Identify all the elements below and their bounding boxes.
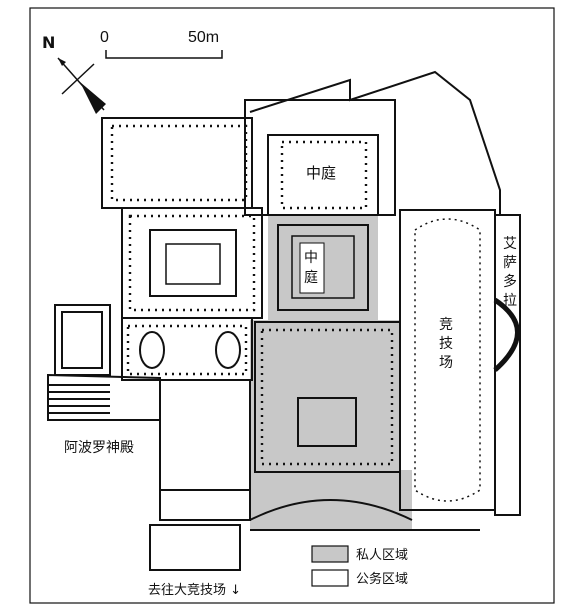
palace-walls [47,70,521,571]
scale-start-label: 0 [100,29,109,46]
label-exedra-3: 多 [503,273,517,290]
label-exedra-2: 萨 [503,255,517,271]
label-inner-courtyard-1: 中 [304,250,318,266]
private-zone [250,215,412,530]
label-temple: 阿波罗神殿 [64,440,134,456]
legend-private-label: 私人区域 [356,548,408,563]
label-inner-courtyard-2: 庭 [304,269,318,286]
label-stadium-2: 技 [439,336,453,352]
label-to-circus: 去往大竞技场 ↓ [148,582,241,598]
legend: 私人区域 公务区域 [311,545,408,587]
colonnades [110,124,394,466]
label-stadium-1: 竞 [439,316,453,333]
scale-bar: 0 50m [100,29,223,59]
north-arrow-icon: N [42,33,106,114]
label-stadium-3: 场 [439,355,453,371]
label-exedra-1: 艾 [503,236,517,252]
label-courtyard: 中庭 [306,164,336,182]
map-frame [29,7,555,604]
north-label: N [42,33,55,52]
legend-private-swatch [311,545,349,563]
legend-public-label: 公务区域 [356,571,408,587]
legend-public-swatch [311,569,349,587]
label-exedra-4: 拉 [503,293,517,309]
scale-end-label: 50m [188,29,219,46]
